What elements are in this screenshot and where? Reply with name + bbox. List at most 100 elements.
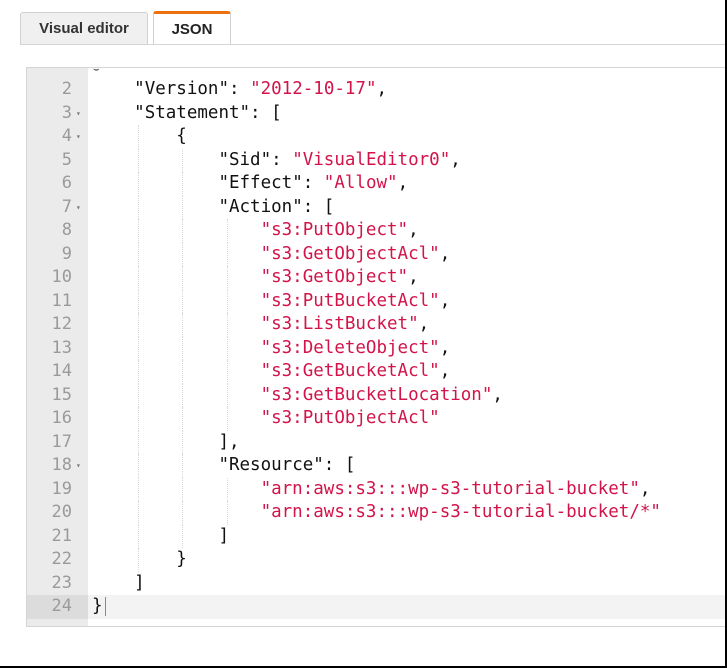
- tab-bar-divider: [20, 44, 725, 45]
- code-line[interactable]: 23 ]: [27, 572, 725, 596]
- line-number: 8: [61, 220, 72, 240]
- line-number: 12: [51, 314, 72, 334]
- code-token: }: [92, 596, 103, 616]
- code-line[interactable]: 5 "Sid": "VisualEditor0",: [27, 148, 725, 173]
- line-number: 10: [51, 267, 72, 287]
- code-line[interactable]: 24}: [27, 595, 725, 619]
- string-literal: "s3:ListBucket": [260, 314, 419, 334]
- line-number: 6: [61, 173, 72, 193]
- indent-guide: [182, 148, 184, 172]
- code-line[interactable]: 17 ],: [27, 430, 725, 455]
- code-text: "s3:PutObjectAcl": [92, 407, 440, 431]
- fold-toggle-icon[interactable]: ▾: [76, 108, 81, 118]
- code-text: "s3:GetObject",: [92, 266, 419, 290]
- tab-visual-editor[interactable]: Visual editor: [20, 12, 148, 44]
- code-line[interactable]: 4▾ {: [27, 125, 725, 149]
- indent-guide: [138, 219, 140, 243]
- indent-guide: [226, 336, 228, 360]
- tab-json[interactable]: JSON: [153, 11, 231, 44]
- indent-guide: [182, 336, 184, 360]
- indent-guide: [182, 407, 184, 431]
- code-text: "Sid": "VisualEditor0",: [92, 149, 460, 173]
- code-line[interactable]: 16 "s3:PutObjectAcl": [27, 407, 725, 431]
- indent-guide: [226, 360, 228, 384]
- code-line[interactable]: 20 "arn:aws:s3:::wp-s3-tutorial-bucket/*…: [27, 501, 725, 525]
- code-line[interactable]: 14 "s3:GetBucketAcl",: [27, 360, 725, 384]
- code-line[interactable]: 11 "s3:PutBucketAcl",: [27, 289, 725, 313]
- indent-guide: [138, 501, 140, 525]
- indent-guide: [182, 360, 184, 384]
- indent-guide: [182, 195, 184, 219]
- indent-guide: [138, 548, 140, 572]
- indent-guide: [138, 336, 140, 360]
- code-text: "arn:aws:s3:::wp-s3-tutorial-bucket",: [92, 478, 651, 502]
- indent-guide: [138, 430, 140, 454]
- indent-guide: [182, 524, 184, 548]
- line-number: 22: [51, 549, 72, 569]
- indent-guide: [182, 383, 184, 407]
- indent-guide: [138, 125, 140, 149]
- code-line[interactable]: 8 "s3:PutObject",: [27, 219, 725, 243]
- code-text: "s3:GetObjectAcl",: [92, 243, 451, 267]
- code-token: "Action": [: [218, 196, 335, 217]
- code-token: ,: [376, 79, 388, 99]
- code-line[interactable]: 2 "Version": "2012-10-17",: [27, 78, 725, 102]
- line-number: 24: [27, 595, 88, 619]
- indent-guide: [138, 313, 140, 337]
- code-line[interactable]: 22 }: [27, 548, 725, 572]
- indent-guide: [226, 383, 228, 407]
- indent-guide: [182, 477, 184, 501]
- code-line[interactable]: 12 "s3:ListBucket",: [27, 313, 725, 337]
- code-token: "Effect":: [218, 173, 324, 193]
- code-text: ]: [92, 572, 145, 596]
- fold-toggle-icon[interactable]: ▾: [76, 202, 81, 212]
- code-token: ]: [218, 525, 229, 546]
- code-line[interactable]: 18 ▾ "Resource": [: [27, 454, 725, 478]
- indent-guide: [138, 148, 140, 172]
- fold-toggle-icon[interactable]: ▾: [76, 461, 81, 470]
- line-number: 14: [51, 361, 72, 381]
- line-number: 16: [51, 408, 72, 428]
- code-line[interactable]: 10 "s3:GetObject",: [27, 266, 725, 290]
- indent-guide: [138, 242, 140, 266]
- line-number: 2: [61, 79, 72, 99]
- line-number: 3: [61, 102, 72, 123]
- code-line[interactable]: 6 "Effect": "Allow",: [27, 172, 725, 196]
- indent-guide: [182, 219, 184, 243]
- line-number: 18: [51, 455, 72, 475]
- code-line[interactable]: 19 "arn:aws:s3:::wp-s3-tutorial-bucket",: [27, 477, 725, 502]
- code-line[interactable]: 9 "s3:GetObjectAcl",: [27, 242, 725, 267]
- code-line[interactable]: 13 "s3:DeleteObject",: [27, 336, 725, 361]
- string-literal: "arn:aws:s3:::wp-s3-tutorial-bucket/*": [260, 502, 661, 522]
- code-text: "s3:GetBucketAcl",: [92, 360, 451, 384]
- indent-guide: [182, 289, 184, 313]
- indent-guide: [226, 289, 228, 313]
- indent-guide: [226, 501, 228, 525]
- indent-guide: [182, 501, 184, 525]
- code-token: ,: [439, 243, 451, 264]
- code-text: }: [92, 548, 187, 572]
- indent-guide: [138, 289, 140, 313]
- code-line[interactable]: 21 ]: [27, 524, 725, 548]
- string-literal: "2012-10-17": [250, 79, 377, 99]
- code-text: ],: [92, 431, 239, 455]
- code-token: ,: [439, 290, 451, 311]
- code-line[interactable]: 3▾ "Statement": [: [27, 102, 725, 126]
- indent-guide: [138, 407, 140, 431]
- indent-guide: [182, 430, 184, 454]
- fold-toggle-icon[interactable]: ▾: [76, 132, 81, 141]
- code-token: ,: [439, 337, 451, 358]
- line-number-gutter: [27, 68, 88, 626]
- json-code-editor[interactable]: ⌣ 2 "Version": "2012-10-17",3▾ "Statemen…: [26, 67, 725, 627]
- code-line[interactable]: 15 "s3:GetBucketLocation",: [27, 383, 725, 407]
- code-text: {: [92, 125, 187, 149]
- code-line[interactable]: 7▾ "Action": [: [27, 195, 725, 219]
- indent-guide: [138, 172, 140, 196]
- code-text: "Effect": "Allow",: [92, 172, 408, 196]
- code-token: }: [176, 549, 187, 569]
- code-token: ,: [439, 361, 451, 381]
- code-token: "Resource": [: [218, 455, 356, 475]
- indent-guide: [182, 313, 184, 337]
- indent-guide: [182, 242, 184, 266]
- code-text: "s3:DeleteObject",: [92, 337, 451, 361]
